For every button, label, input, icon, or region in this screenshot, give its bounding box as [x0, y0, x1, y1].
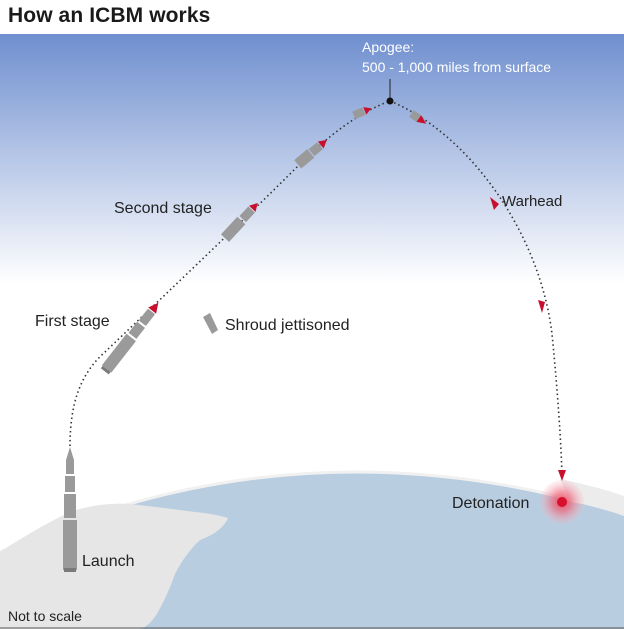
launch-label: Launch [82, 553, 135, 570]
header: How an ICBM works [0, 0, 624, 34]
icbm-diagram: Apogee: 500 - 1,000 miles from surface S… [0, 34, 624, 629]
apogee-label: Apogee: [362, 39, 414, 55]
second-stage-rocket [220, 202, 258, 242]
detonation-core [557, 497, 567, 507]
landmass [0, 503, 228, 629]
warhead-icon [490, 197, 499, 210]
detonation-label: Detonation [452, 495, 529, 512]
warhead-label: Warhead [502, 193, 562, 210]
warhead-rv-1 [409, 110, 427, 124]
first-stage-rocket [100, 302, 159, 375]
shroud-label: Shroud jettisoned [225, 317, 350, 334]
diagram-title: How an ICBM works [8, 4, 211, 27]
second-stage-rocket-upper [294, 139, 327, 169]
first-stage-label: First stage [35, 313, 110, 330]
warhead-trajectory [389, 100, 563, 475]
second-stage-label: Second stage [114, 200, 212, 217]
apogee-distance-label: 500 - 1,000 miles from surface [362, 59, 551, 75]
warhead-terminal-icon [558, 470, 566, 481]
warhead-descent-icon [538, 300, 545, 313]
shroud-icon [203, 313, 218, 334]
post-boost-vehicle [352, 107, 372, 120]
launch-rocket [63, 447, 77, 572]
scale-note: Not to scale [8, 608, 82, 624]
launch-trajectory [69, 100, 391, 447]
apogee-dot [386, 97, 394, 105]
